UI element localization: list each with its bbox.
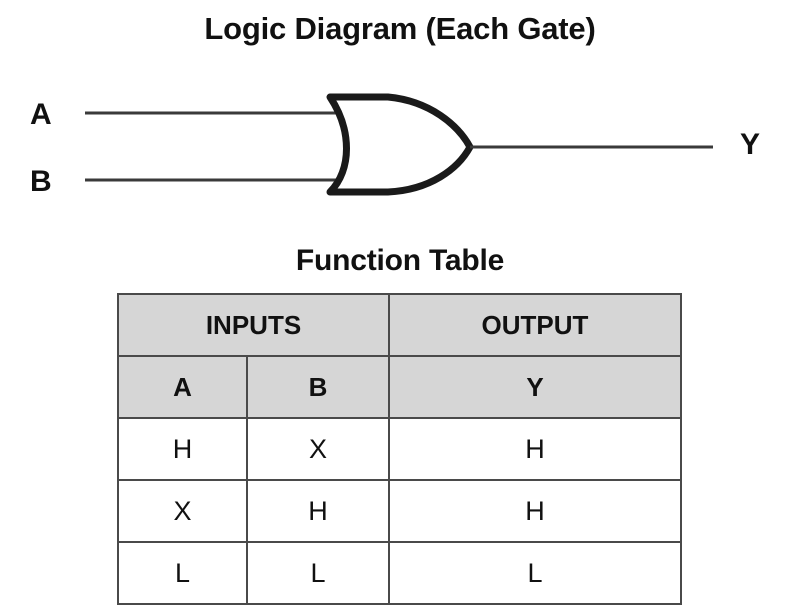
cell-a: X	[117, 479, 248, 543]
group-header-inputs: INPUTS	[117, 293, 390, 357]
cell-a: L	[117, 541, 248, 605]
output-label-y: Y	[740, 128, 761, 161]
function-table-title: Function Table	[295, 244, 505, 277]
table-row: X H H	[117, 479, 682, 543]
table-row: L L L	[117, 541, 682, 605]
table-group-header-row: INPUTS OUTPUT	[117, 293, 682, 357]
logic-diagram-title: Logic Diagram (Each Gate)	[204, 11, 596, 46]
table-row: H X H	[117, 417, 682, 481]
input-label-a: A	[30, 98, 52, 131]
column-header-b: B	[246, 355, 390, 419]
cell-b: L	[246, 541, 390, 605]
input-label-b: B	[30, 165, 52, 198]
or-gate-outline	[326, 93, 474, 196]
cell-b: X	[246, 417, 390, 481]
cell-a: H	[117, 417, 248, 481]
column-header-y: Y	[388, 355, 682, 419]
function-table: INPUTS OUTPUT A B Y H X H X H H L L L	[117, 293, 682, 605]
or-gate-icon	[85, 93, 713, 196]
column-header-a: A	[117, 355, 248, 419]
cell-y: H	[388, 417, 682, 481]
cell-y: H	[388, 479, 682, 543]
group-header-output: OUTPUT	[388, 293, 682, 357]
cell-y: L	[388, 541, 682, 605]
table-column-header-row: A B Y	[117, 355, 682, 419]
cell-b: H	[246, 479, 390, 543]
logic-diagram: A B Y	[0, 70, 800, 230]
